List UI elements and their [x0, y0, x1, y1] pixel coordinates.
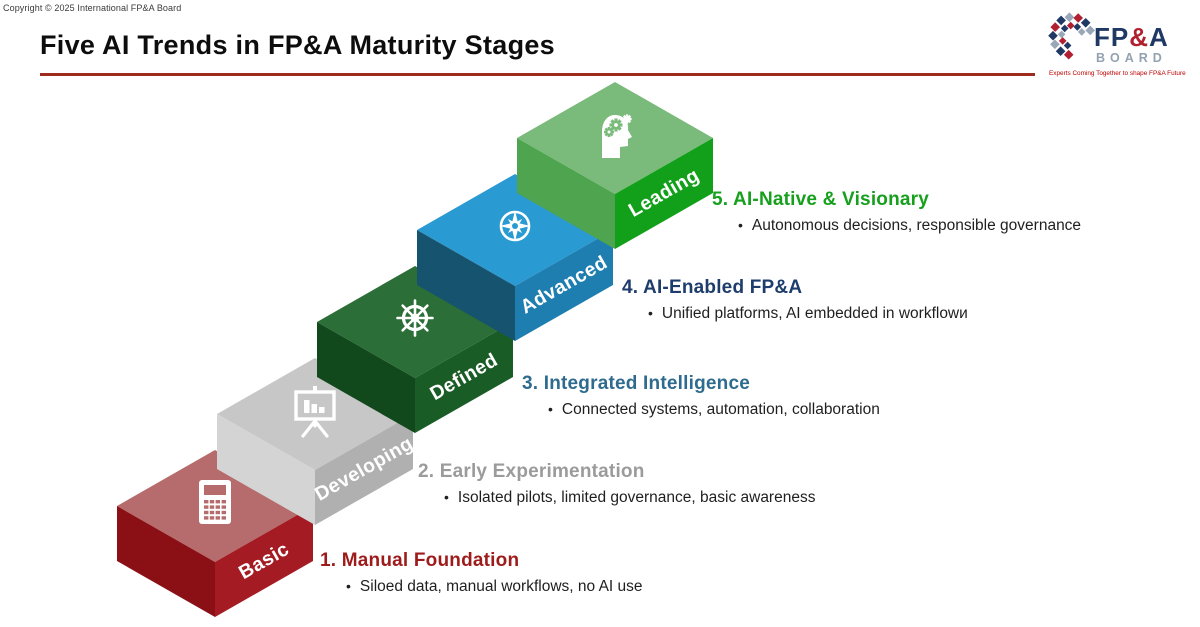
fpa-board-logo: FP&A BOARD Experts Coming Together to sh… — [1048, 12, 1186, 77]
page-title: Five AI Trends in FP&A Maturity Stages — [40, 30, 555, 60]
stage-heading-4: 4. AI-Enabled FP&A — [622, 277, 803, 298]
stage-heading-2: 2. Early Experimentation — [418, 461, 645, 482]
leading-box-left-face — [517, 138, 615, 249]
stage-note-5: 5. AI-Native & Visionary • Autonomous dec… — [712, 189, 1081, 235]
bullet-dot: • — [738, 217, 743, 233]
leading-box-front-face — [615, 138, 713, 249]
stage-bullet-2: • Isolated pilots, limited governance, ba… — [418, 489, 815, 507]
stage-bullet-text-4: Unified platforms, AI embedded in workfl… — [661, 305, 968, 322]
stage-bullet-1: • Siloed data, manual workflows, no AI us… — [320, 578, 643, 596]
stage-box-advanced: Advanced — [417, 174, 613, 341]
stage-heading-5: 5. AI-Native & Visionary — [712, 189, 930, 210]
stage-heading-3: 3. Integrated Intelligence — [522, 373, 750, 394]
bullet-dot: • — [648, 305, 653, 321]
stage-bullet-3: • Connected systems, automation, collabor… — [522, 401, 880, 419]
stage-box-developing: Developing — [217, 358, 417, 525]
advanced-box-left-face — [417, 230, 515, 341]
stage-bullet-4: • Unified platforms, AI embedded in workf… — [622, 305, 968, 323]
logo-tagline: Experts Coming Together to shape FP&A Fu… — [1049, 70, 1186, 77]
bullet-dot: • — [444, 489, 449, 505]
stage-bullet-5: • Autonomous decisions, responsible gover… — [712, 217, 1081, 235]
logo-board-text: BOARD — [1096, 51, 1167, 65]
title-underline — [40, 73, 1035, 76]
head-gears-icon — [602, 114, 632, 158]
copyright-text: Copyright © 2025 International FP&A Boar… — [3, 3, 182, 13]
advanced-box-front-face — [515, 230, 613, 341]
stage-box-leading: Leading — [517, 82, 713, 249]
basic-box-front-face — [215, 506, 313, 617]
basic-box-left-face — [117, 506, 215, 617]
calculator-icon — [199, 480, 231, 524]
stage-bullet-text-5: Autonomous decisions, responsible govern… — [751, 217, 1082, 234]
bullet-dot: • — [548, 401, 553, 417]
stage-note-3: 3. Integrated Intelligence • Connected sy… — [522, 373, 880, 419]
stage-note-4: 4. AI-Enabled FP&A • Unified platforms, A… — [622, 277, 968, 323]
stage-bullet-text-2: Isolated pilots, limited governance, bas… — [457, 489, 816, 506]
stage-bullet-text-3: Connected systems, automation, collabora… — [561, 401, 880, 418]
presentation-chart-icon — [294, 386, 336, 438]
compass-icon — [499, 210, 531, 242]
developing-box-left-face — [217, 414, 315, 525]
developing-box-front-face — [315, 414, 413, 525]
defined-box-left-face — [317, 322, 415, 433]
ship-wheel-icon — [396, 299, 434, 337]
stage-note-1: 1. Manual Foundation • Siloed data, manua… — [320, 550, 643, 596]
stage-heading-1: 1. Manual Foundation — [320, 550, 520, 571]
bullet-dot: • — [346, 578, 351, 594]
defined-box-front-face — [415, 322, 513, 433]
stage-bullet-text-1: Siloed data, manual workflows, no AI use — [359, 578, 643, 595]
stage-note-2: 2. Early Experimentation • Isolated pilot… — [418, 461, 815, 507]
logo-wordmark: FP&A — [1094, 22, 1169, 52]
